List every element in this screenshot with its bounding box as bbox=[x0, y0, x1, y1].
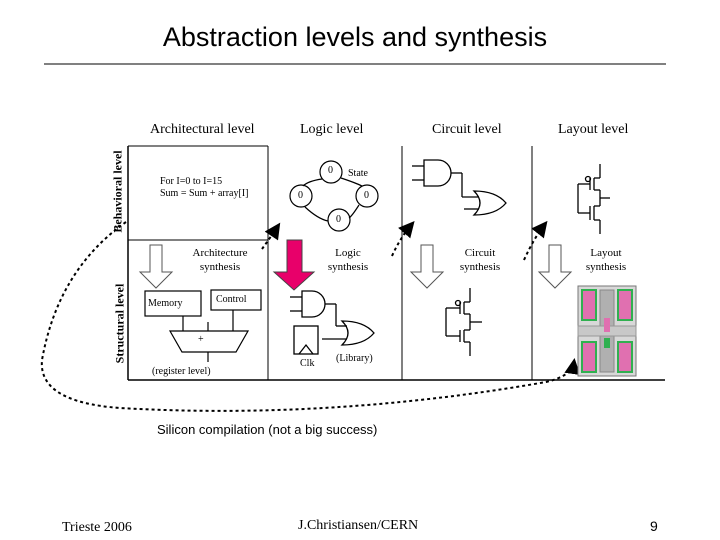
adder-label: + bbox=[198, 334, 204, 345]
layout-artwork bbox=[577, 285, 637, 377]
column-header-layout: Layout level bbox=[558, 122, 629, 137]
state-edge bbox=[348, 204, 360, 219]
layout-region bbox=[617, 289, 633, 321]
dashed-arrow-layout bbox=[523, 220, 548, 261]
behavioral-code-line-2: Sum = Sum + array[I] bbox=[160, 188, 249, 199]
column-header-circuit: Circuit level bbox=[432, 122, 502, 137]
dashed-arrows bbox=[40, 220, 581, 412]
layout-region bbox=[604, 338, 610, 348]
synthesis-arrows bbox=[138, 244, 573, 289]
dashed-arrow-circuit bbox=[391, 220, 415, 257]
column-header-architectural: Architectural level bbox=[150, 122, 255, 137]
adder-block bbox=[168, 330, 250, 353]
footer-left: Trieste 2006 bbox=[62, 520, 132, 535]
page-number: 9 bbox=[650, 518, 658, 534]
or-gate-icon bbox=[472, 190, 507, 216]
state-value: 0 bbox=[328, 165, 333, 176]
flipflop-block bbox=[293, 325, 319, 355]
footer-center: J.Christiansen/CERN bbox=[298, 518, 419, 533]
state-node-left bbox=[289, 184, 313, 208]
layout-region bbox=[581, 341, 597, 373]
and-gate-icon bbox=[423, 159, 452, 187]
library-label: (Library) bbox=[336, 353, 373, 364]
state-value: 0 bbox=[336, 214, 341, 225]
state-node-right bbox=[355, 184, 379, 208]
column-header-logic: Logic level bbox=[300, 122, 364, 137]
transistor-stack-icon bbox=[577, 164, 610, 234]
silicon-compilation-arrow bbox=[40, 221, 581, 412]
silicon-compilation-label: Silicon compilation (not a big success) bbox=[157, 422, 378, 437]
state-value: 0 bbox=[364, 190, 369, 201]
state-edge bbox=[304, 206, 329, 222]
architecture-synthesis-arrow bbox=[138, 244, 174, 289]
clk-label: Clk bbox=[300, 358, 315, 369]
layout-synthesis-arrow bbox=[537, 244, 573, 289]
state-edge bbox=[340, 177, 363, 187]
row-label-structural: Structural level bbox=[112, 283, 127, 364]
memory-block bbox=[144, 290, 202, 317]
architecture-structure bbox=[144, 289, 262, 362]
dashed-arrow-logic bbox=[261, 222, 281, 250]
state-node-bottom bbox=[327, 208, 351, 232]
layout-region bbox=[581, 289, 597, 321]
state-edge bbox=[302, 178, 323, 187]
state-machine bbox=[289, 160, 379, 232]
control-label: Control bbox=[216, 294, 247, 305]
layout-region bbox=[617, 341, 633, 373]
state-label: State bbox=[348, 168, 368, 179]
circuit-synthesis-arrow bbox=[409, 244, 445, 289]
state-value: 0 bbox=[298, 190, 303, 201]
and-gate-icon bbox=[301, 290, 326, 318]
logic-synthesis-arrow-highlighted bbox=[272, 239, 316, 291]
memory-label: Memory bbox=[148, 298, 183, 309]
layout-region bbox=[604, 318, 610, 332]
slide-title: Abstraction levels and synthesis bbox=[162, 22, 548, 52]
behavioral-code-line-1: For I=0 to I=15 bbox=[160, 176, 223, 187]
behavioral-gates bbox=[412, 159, 507, 216]
register-level-note: (register level) bbox=[152, 366, 211, 377]
row-label-behavioral: Behavioral level bbox=[110, 150, 125, 233]
logic-structure bbox=[290, 290, 375, 355]
or-gate-icon bbox=[340, 320, 375, 346]
clock-input-icon bbox=[298, 343, 314, 355]
state-node-top bbox=[319, 160, 343, 184]
transistor-circuit-icon bbox=[445, 288, 482, 356]
control-block bbox=[210, 289, 262, 311]
